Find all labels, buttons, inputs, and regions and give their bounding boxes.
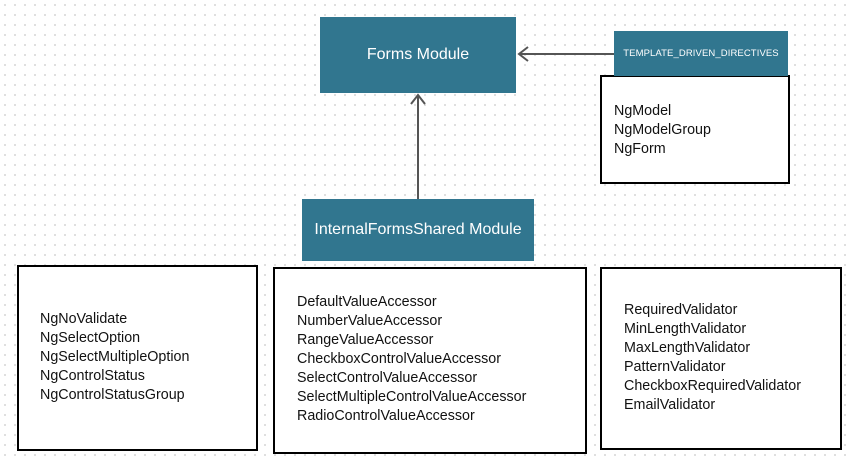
- template-driven-directives-node: TEMPLATE_DRIVEN_DIRECTIVES: [614, 31, 788, 76]
- list-item: NgForm: [614, 141, 666, 157]
- list-item: NumberValueAccessor: [297, 313, 443, 329]
- forms-module-node: Forms Module: [320, 17, 516, 93]
- validators-list: RequiredValidator MinLengthValidator Max…: [624, 301, 840, 415]
- list-item: CheckboxRequiredValidator: [624, 378, 801, 394]
- list-item: CheckboxControlValueAccessor: [297, 351, 501, 367]
- list-item: NgModelGroup: [614, 122, 711, 138]
- validators-box: RequiredValidator MinLengthValidator Max…: [600, 267, 842, 450]
- shared-directives-left-box: NgNoValidate NgSelectOption NgSelectMult…: [17, 265, 258, 451]
- shared-to-forms-arrowhead: [410, 93, 426, 105]
- list-item: NgControlStatus: [40, 368, 145, 384]
- list-item: MinLengthValidator: [624, 321, 747, 337]
- list-item: EmailValidator: [624, 397, 716, 413]
- shared-directives-left-list: NgNoValidate NgSelectOption NgSelectMult…: [40, 310, 256, 405]
- list-item: NgModel: [614, 103, 672, 119]
- list-item: RangeValueAccessor: [297, 332, 434, 348]
- value-accessors-list: DefaultValueAccessor NumberValueAccessor…: [297, 293, 585, 426]
- template-driven-directives-label: TEMPLATE_DRIVEN_DIRECTIVES: [623, 48, 779, 59]
- list-item: NgControlStatusGroup: [40, 387, 185, 403]
- list-item: RadioControlValueAccessor: [297, 408, 475, 424]
- list-item: DefaultValueAccessor: [297, 294, 437, 310]
- list-item: NgSelectMultipleOption: [40, 349, 190, 365]
- value-accessors-box: DefaultValueAccessor NumberValueAccessor…: [273, 267, 587, 454]
- template-to-forms-arrowhead: [517, 46, 529, 62]
- forms-module-label: Forms Module: [366, 46, 470, 63]
- list-item: SelectMultipleControlValueAccessor: [297, 389, 527, 405]
- internal-forms-shared-module-label: InternalFormsShared Module: [314, 221, 522, 238]
- template-directives-list: NgModel NgModelGroup NgForm: [614, 102, 788, 159]
- list-item: PatternValidator: [624, 359, 726, 375]
- list-item: NgNoValidate: [40, 311, 128, 327]
- list-item: RequiredValidator: [624, 302, 738, 318]
- internal-forms-shared-module-node: InternalFormsShared Module: [302, 199, 534, 261]
- list-item: NgSelectOption: [40, 330, 141, 346]
- list-item: MaxLengthValidator: [624, 340, 751, 356]
- template-directives-list-box: NgModel NgModelGroup NgForm: [600, 75, 790, 184]
- list-item: SelectControlValueAccessor: [297, 370, 478, 386]
